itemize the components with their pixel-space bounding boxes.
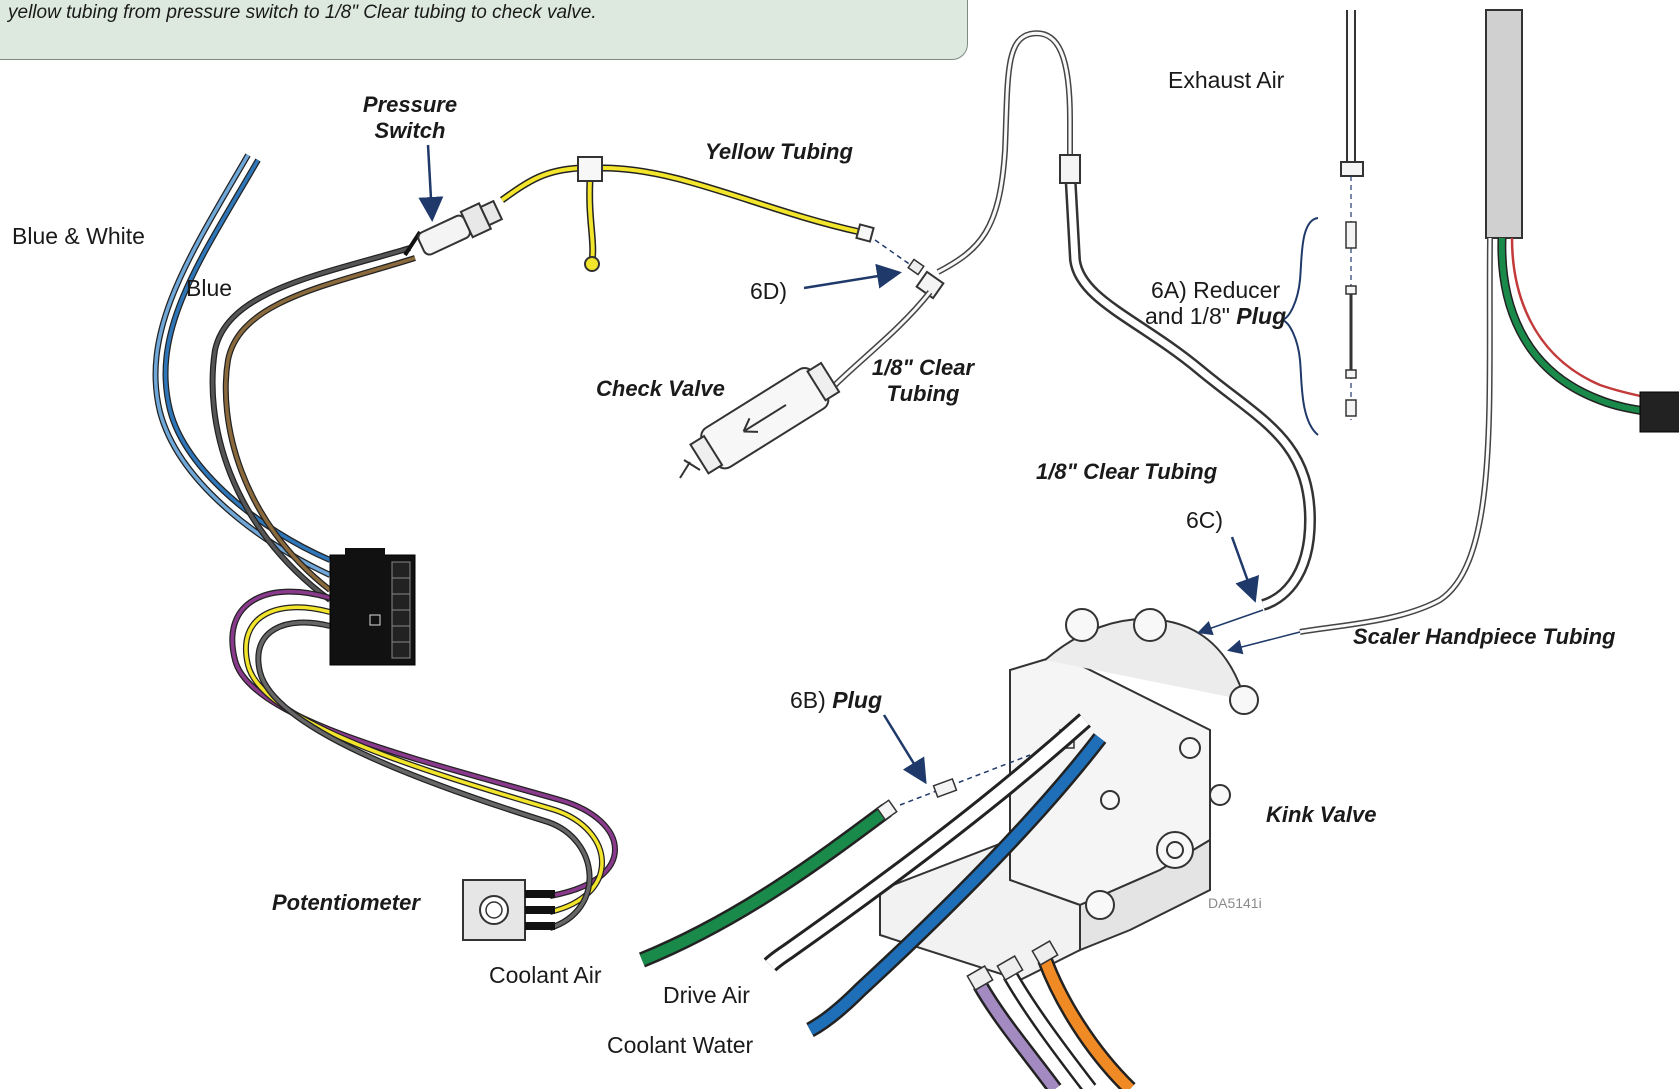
exhaust-air-label: Exhaust Air — [1168, 67, 1285, 93]
step-6a-label-line2-prefix: and 1/8" — [1145, 303, 1230, 329]
scaler-handpiece-tubing-label: Scaler Handpiece Tubing — [1353, 624, 1616, 649]
potentiometer — [462, 879, 555, 941]
potentiometer-label: Potentiometer — [272, 890, 420, 915]
check-valve-label: Check Valve — [596, 376, 725, 401]
clear-tubing-small-label-line2: Tubing — [886, 381, 960, 406]
wire-harness — [152, 153, 618, 931]
coolant-water-label: Coolant Water — [607, 1032, 754, 1058]
bottom-tubes — [966, 940, 1136, 1089]
step-6b-label: 6B) Plug — [790, 687, 882, 713]
instruction-note — [0, 0, 968, 60]
step-6c-label: 6C) — [1186, 507, 1224, 533]
step-6a-label-line2: and 1/8" Plug — [1145, 303, 1286, 329]
step-6b-label-plug: Plug — [832, 687, 883, 713]
pressure-switch-label: Pressure Switch — [345, 92, 475, 144]
coolant-air-label: Coolant Air — [489, 962, 602, 988]
clear-tubing-large-label: 1/8" Clear Tubing — [1036, 459, 1218, 484]
clear-tubing-large — [1059, 154, 1317, 611]
step-6a-label: 6A) Reducer and 1/8" Plug — [1145, 277, 1286, 329]
step-6d-label: 6D) — [750, 278, 788, 304]
blue-wire-label: Blue — [186, 275, 233, 301]
clear-tubing-small-label: 1/8" Clear Tubing — [858, 355, 988, 407]
check-valve-assembly — [679, 30, 1073, 479]
step-6b-label-prefix: 6B) — [790, 687, 826, 713]
pressure-switch — [403, 199, 504, 257]
kink-valve-label: Kink Valve — [1266, 802, 1377, 827]
pressure-switch-label-line2: Switch — [374, 118, 446, 143]
blue-white-wire-label: Blue & White — [12, 223, 145, 249]
exhaust-air-tube — [1281, 10, 1364, 436]
yellow-tubing-label: Yellow Tubing — [705, 139, 853, 164]
kink-valve — [879, 608, 1259, 982]
yellow-tubing — [499, 156, 875, 272]
drive-air-label: Drive Air — [663, 982, 750, 1008]
scaler-handpiece-tubing — [1299, 9, 1679, 635]
pressure-switch-label-line1: Pressure — [362, 92, 458, 117]
supply-tubes — [638, 713, 1107, 1038]
callout-arrows — [418, 144, 1301, 785]
diagram-id-label: DA5141i — [1208, 895, 1262, 911]
instruction-note-text: yellow tubing from pressure switch to 1/… — [8, 2, 597, 23]
wire-connector — [329, 548, 416, 666]
step-6a-label-line2-plug: Plug — [1236, 303, 1287, 329]
clear-tubing-small-label-line1: 1/8" Clear — [871, 355, 975, 380]
step-6a-label-line1: 6A) Reducer — [1151, 277, 1281, 303]
